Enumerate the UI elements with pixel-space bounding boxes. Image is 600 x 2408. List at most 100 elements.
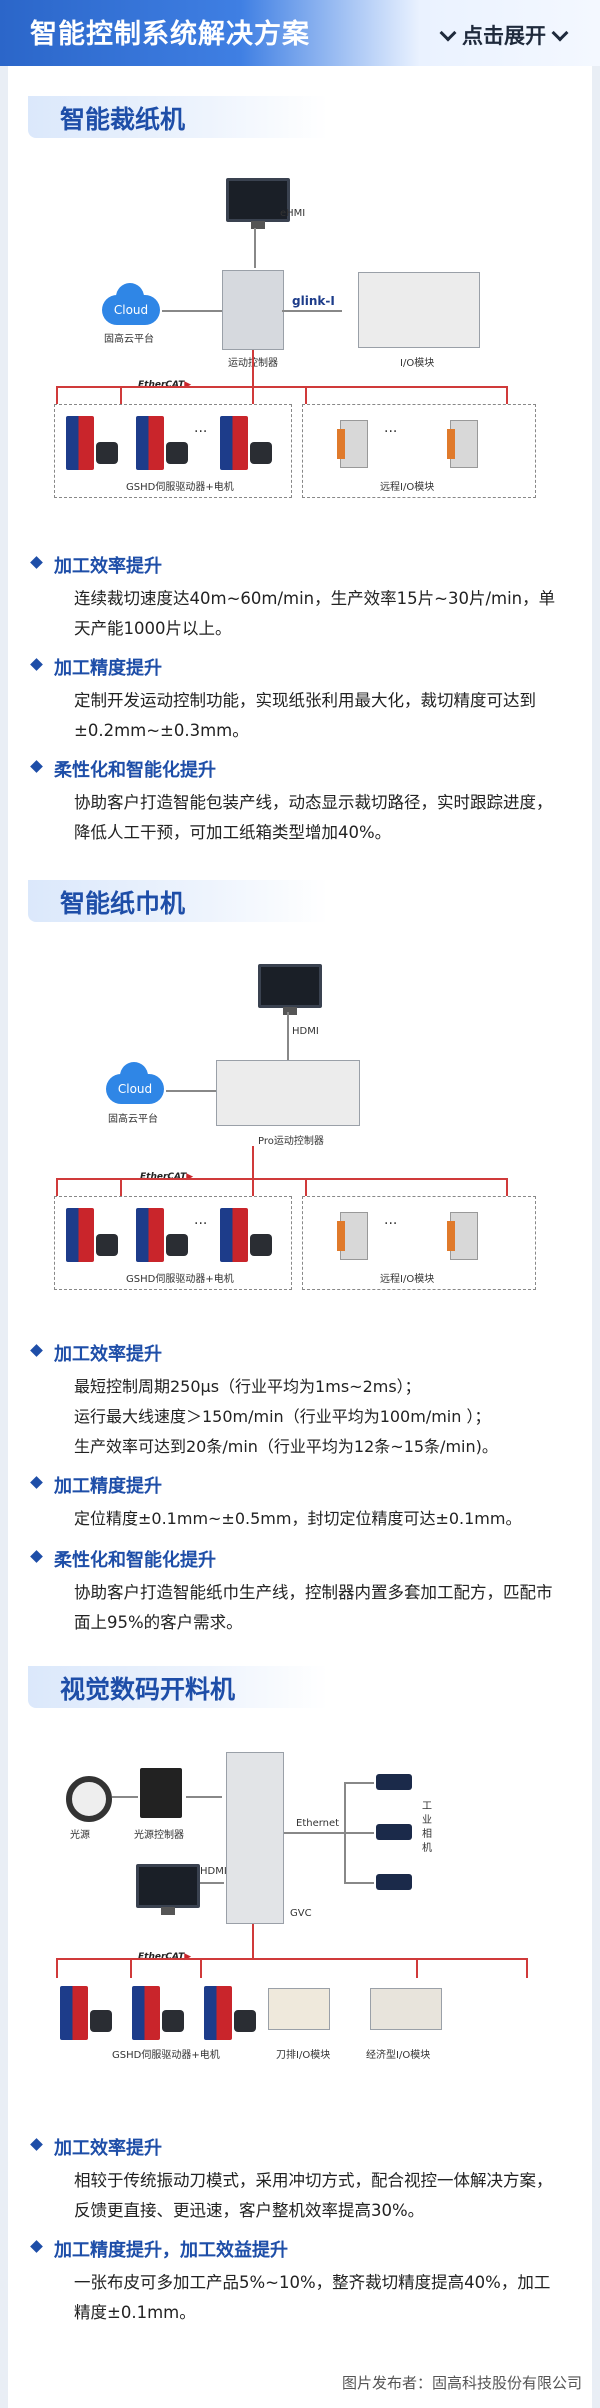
camera-icon [376, 1874, 412, 1890]
ethercat-line [56, 386, 506, 388]
diagram-tissue-machine: HDMI Cloud 固高云平台 Pro运动控制器 EtherCAT▶ ... … [40, 950, 570, 1330]
drives-label: GSHD伺服驱动器+电机 [126, 1274, 234, 1285]
ethercat-line [252, 1924, 254, 1958]
hdmi-label: HDMI [292, 1026, 319, 1037]
ellipsis: ... [384, 420, 398, 436]
cloud-text: Cloud [113, 303, 149, 317]
servo-drive-icon [136, 1208, 164, 1262]
drives-group [54, 404, 292, 498]
ethernet-label: Ethernet [296, 1818, 340, 1829]
tool-io-module-icon [268, 1988, 330, 2030]
camera-label: 工业相机 [422, 1801, 432, 1854]
ehmi-monitor-icon [226, 178, 290, 229]
header-bar: 智能控制系统解决方案 点击展开 [0, 0, 600, 66]
cloud-label: 固高云平台 [108, 1114, 158, 1125]
ehmi-label: eHMI [280, 208, 306, 219]
connector-line [112, 1796, 138, 1798]
ethercat-line [120, 1178, 122, 1196]
section-heading: 智能裁纸机 [28, 96, 328, 138]
drives-label: GSHD伺服驱动器+电机 [112, 2050, 220, 2061]
ethercat-line [130, 1958, 132, 1978]
servo-drive-icon [204, 1986, 232, 2040]
ethercat-line [56, 1958, 58, 1978]
motor-icon [250, 1234, 272, 1256]
ethercat-line [120, 386, 122, 404]
feature-text: 相较于传统振动刀模式，采用冲切方式，配合视控一体解决方案，反馈更直接、更迅速，客… [74, 2171, 553, 2220]
monitor-icon [136, 1864, 200, 1915]
feature-text: 一张布皮可多加工产品5%~10%，整齐裁切精度提高40%，加工精度±0.1mm。 [74, 2273, 551, 2322]
camera-icon [376, 1824, 412, 1840]
connector-line [162, 310, 222, 312]
ethercat-line [252, 350, 254, 386]
motor-icon [166, 442, 188, 464]
feature-line: 运行最大线速度＞150m/min（行业平均为100m/min ）； [74, 1407, 491, 1426]
feature-title: 加工精度提升，加工效益提升 [54, 2236, 288, 2262]
feature-text: 协助客户打造智能包装产线，动态显示裁切路径，实时跟踪进度，降低人工干预，可加工纸… [74, 793, 553, 842]
ethercat-label: EtherCAT▶ [138, 1952, 192, 1962]
remote-io-label: 远程I/O模块 [380, 482, 435, 493]
ethercat-line [56, 1958, 526, 1960]
ellipsis: ... [384, 1212, 398, 1228]
servo-drive-icon [60, 1986, 88, 2040]
ethercat-line [506, 1178, 508, 1196]
connector-line [287, 1012, 289, 1060]
chevron-down-icon [439, 24, 457, 42]
ethercat-line [200, 1958, 202, 1978]
light-label: 光源 [70, 1830, 90, 1841]
feature-title: 加工效率提升 [54, 2134, 162, 2160]
feature-text: 定制开发运动控制功能，实现纸张利用最大化，裁切精度可达到±0.2mm~±0.3m… [74, 691, 536, 740]
ethercat-line [56, 1178, 58, 1196]
hdmi-label: HDMI [200, 1866, 227, 1877]
ethercat-line [56, 1178, 506, 1180]
section-heading: 智能纸巾机 [28, 880, 328, 922]
motor-icon [90, 2010, 112, 2032]
drives-group [54, 1196, 292, 1290]
cloud-icon: Cloud [102, 283, 160, 325]
tool-io-label: 刀排I/O模块 [276, 2050, 331, 2061]
feature-line: 最短控制周期250μs（行业平均为1ms~2ms）； [74, 1377, 421, 1396]
diagram-paper-cutter: eHMI Cloud 固高云平台 运动控制器 glink-Ⅰ I/O模块 Eth… [40, 170, 570, 530]
glink-label: glink-Ⅰ [292, 294, 335, 308]
ethercat-line [305, 1178, 307, 1196]
ethercat-line [305, 386, 307, 404]
ellipsis: ... [194, 420, 208, 436]
cloud-text: Cloud [117, 1082, 153, 1096]
feature-title: 加工精度提升 [54, 654, 162, 680]
servo-drive-icon [132, 1986, 160, 2040]
pro-controller-icon [216, 1060, 360, 1126]
feature-text: 定位精度±0.1mm~±0.5mm，封切定位精度可达±0.1mm。 [74, 1509, 522, 1528]
servo-drive-icon [66, 1208, 94, 1262]
ethercat-label: EtherCAT▶ [140, 1172, 194, 1182]
connector-line [254, 228, 256, 268]
motor-icon [96, 1234, 118, 1256]
ethercat-line [252, 1146, 254, 1178]
ethercat-line [252, 386, 254, 404]
ethercat-line [526, 1958, 528, 1978]
image-credit: 图片发布者：固高科技股份有限公司 [341, 2374, 582, 2392]
light-controller-label: 光源控制器 [134, 1830, 184, 1841]
ethercat-label: EtherCAT▶ [138, 380, 192, 390]
remote-io-icon [337, 1212, 368, 1260]
remote-io-icon [447, 1212, 478, 1260]
connector-line [284, 1832, 344, 1834]
remote-io-group [302, 1196, 536, 1290]
expand-label: 点击展开 [462, 24, 546, 48]
feature-title: 柔性化和智能化提升 [54, 1546, 216, 1572]
monitor-icon [258, 964, 322, 1015]
page-title: 智能控制系统解决方案 [30, 19, 310, 50]
connector-line [282, 310, 342, 312]
light-controller-icon [140, 1768, 182, 1818]
motor-icon [96, 442, 118, 464]
servo-drive-icon [220, 416, 248, 470]
expand-button[interactable]: 点击展开 [434, 20, 574, 50]
connector-line [200, 1882, 224, 1884]
servo-drive-icon [136, 416, 164, 470]
io-module-icon [358, 272, 480, 348]
ethercat-line [252, 1178, 254, 1196]
cloud-icon: Cloud [106, 1062, 164, 1104]
remote-io-icon [337, 420, 368, 468]
section-title: 视觉数码开料机 [60, 1675, 236, 1704]
feature-title: 加工精度提升 [54, 1472, 162, 1498]
motor-icon [166, 1234, 188, 1256]
servo-drive-icon [220, 1208, 248, 1262]
